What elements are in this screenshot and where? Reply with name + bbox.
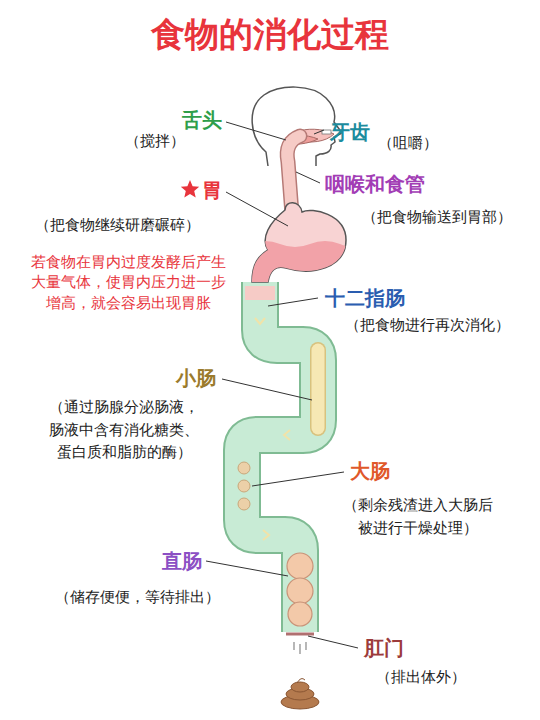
title: 食物的消化过程: [151, 14, 389, 55]
function-note: （剩余残渣进入大肠后 被进行干燥处理）: [338, 494, 498, 539]
function-note: （搅拌）: [125, 132, 185, 150]
stool-ball: [288, 602, 312, 626]
leader-line: [268, 298, 318, 306]
residue-dot: [238, 498, 250, 510]
function-note: （排出体外）: [376, 668, 466, 686]
organ-label: 大肠: [350, 459, 390, 483]
drop-marks: [294, 642, 306, 654]
drop-mark: [305, 642, 306, 650]
function-note: （把食物继续研磨碾碎）: [35, 216, 200, 234]
flow-arrow: [284, 430, 290, 440]
colon-residue: [238, 462, 250, 510]
function-note: （把食物输送到胃部）: [362, 208, 512, 226]
anus-mark: [286, 633, 314, 636]
organ-label: 十二指肠: [325, 286, 405, 310]
poop-icon: [281, 679, 319, 709]
small-intestine: [312, 350, 325, 428]
function-note: （把食物进行再次消化）: [345, 316, 510, 334]
drop-mark: [299, 644, 300, 654]
function-note: （通过肠腺分泌肠液， 肠液中含有消化糖类、 蛋白质和脂肪的酶）: [44, 396, 204, 464]
organ-label: 肛门: [364, 636, 404, 660]
duodenum-tube: [245, 286, 275, 300]
poop-layer: [291, 682, 309, 692]
drop-mark: [293, 642, 294, 650]
flow-arrow: [255, 318, 265, 324]
head-outline: [252, 87, 342, 166]
leader-line: [296, 172, 320, 183]
warning-note: 若食物在胃内过度发酵后产生 大量气体，使胃内压力进一步 增高，就会容易出现胃胀: [26, 252, 230, 313]
head-profile: [252, 87, 342, 166]
large-intestine: [242, 282, 318, 632]
leader-line: [308, 636, 358, 648]
stool-ball: [287, 553, 313, 579]
flow-arrow: [263, 530, 269, 540]
poop-tip: [297, 679, 305, 683]
function-note: （咀嚼）: [378, 134, 438, 152]
organ-label: 直肠: [162, 549, 202, 573]
flow-arrows: [255, 318, 290, 540]
organ-label: 胃: [202, 178, 222, 202]
intestine-outline: [242, 282, 318, 632]
stool-ball: [287, 578, 313, 604]
stomach-fluid: [250, 241, 360, 290]
organ-label: 舌头: [182, 108, 222, 132]
leader-line: [206, 561, 288, 576]
leader-lines: [206, 122, 358, 648]
leader-line: [252, 472, 344, 486]
leader-line: [226, 192, 288, 226]
leader-line: [314, 130, 324, 134]
residue-dot: [238, 462, 250, 474]
star-symbol: [181, 180, 199, 198]
organ-label: 小肠: [176, 366, 216, 390]
small-intestine-outline: [310, 350, 326, 428]
rectum-stool: [287, 553, 313, 626]
residue-dot: [238, 480, 250, 492]
organ-label: 牙齿: [330, 120, 370, 144]
function-note: （储存便便，等待排出）: [55, 588, 220, 606]
organ-label: 咽喉和食管: [325, 172, 425, 196]
leader-line: [222, 379, 312, 400]
leader-line: [226, 122, 286, 140]
